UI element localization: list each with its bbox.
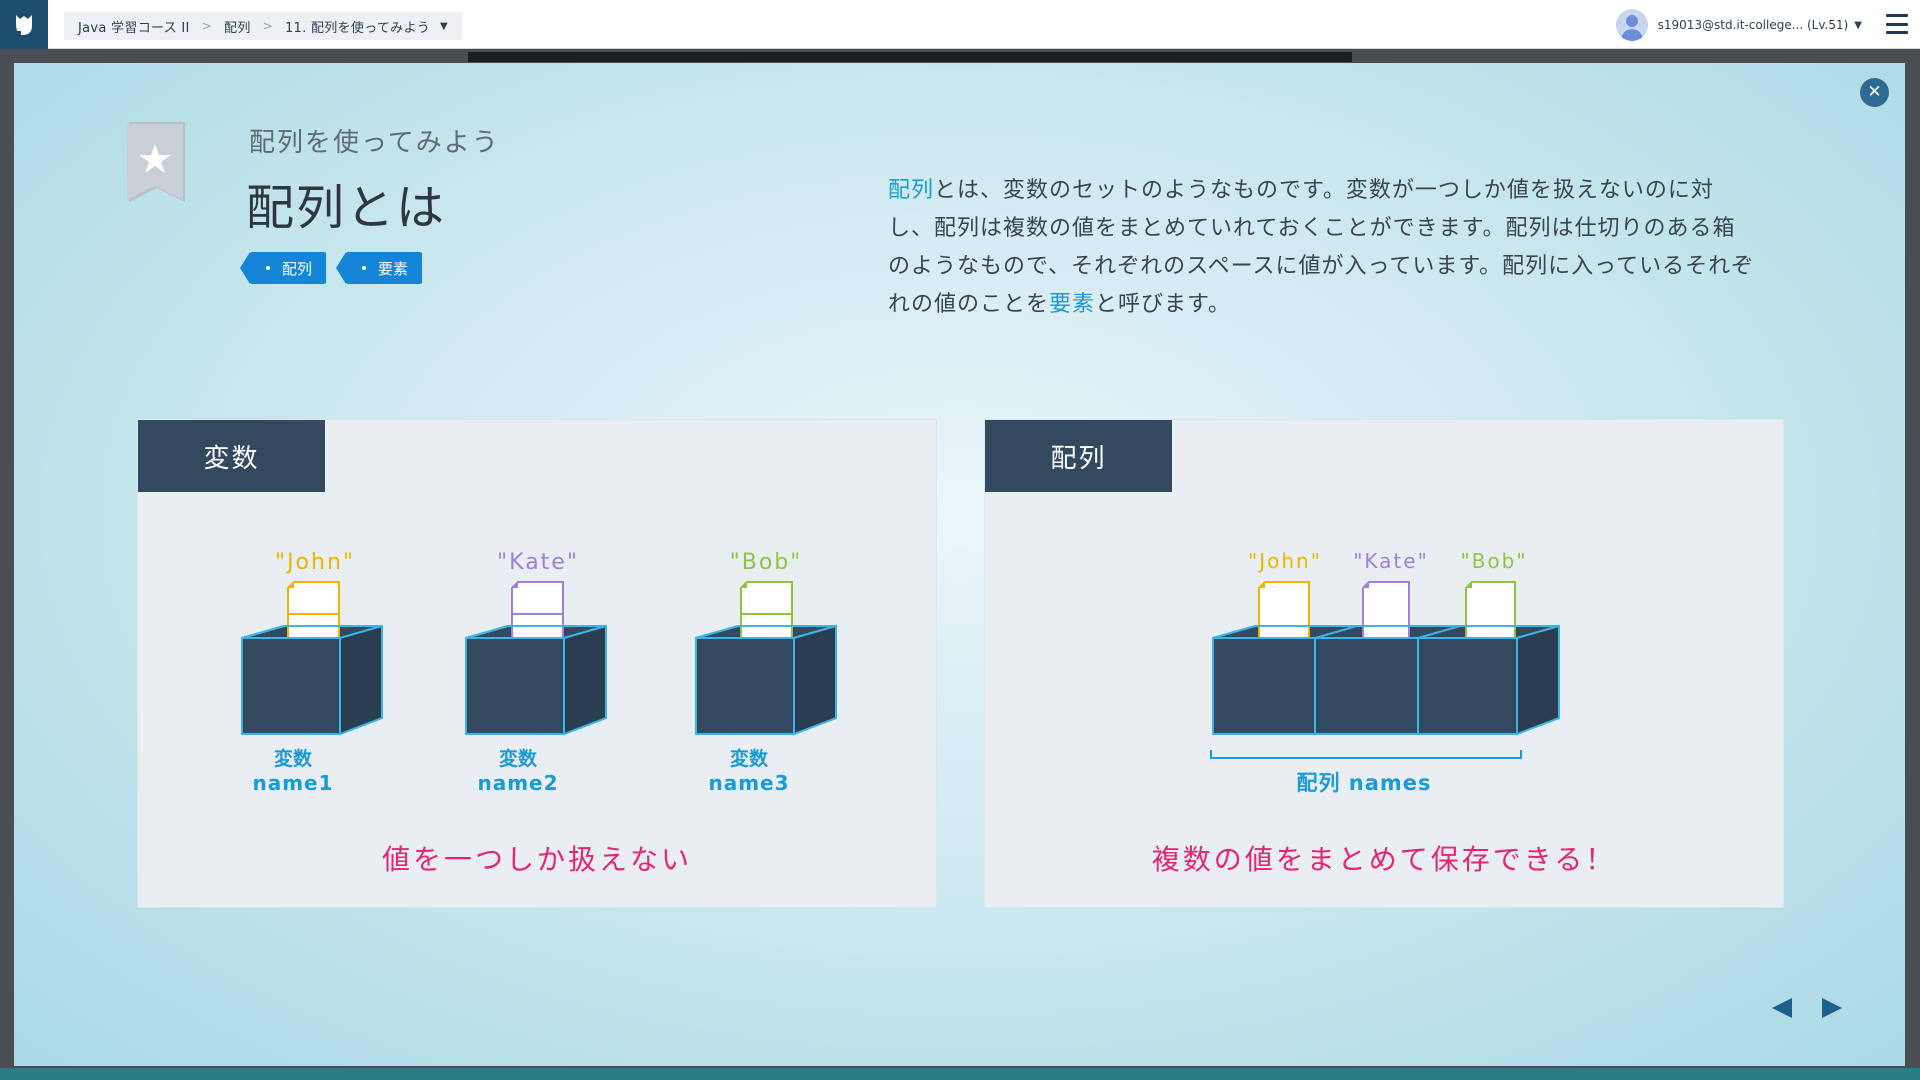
background-video-strip [468,52,1352,62]
tag-array[interactable]: 配列 [239,252,327,284]
chevron-right-icon: > [262,19,273,33]
bookmark-star-icon[interactable] [127,122,187,204]
variable-value-label: "Bob" [730,550,803,575]
variable-box-3: "Bob" 変数 name3 [695,550,837,795]
term-highlight: 要素 [1049,292,1096,317]
hamburger-menu-icon[interactable] [1886,14,1908,34]
tag-dot-icon [362,266,367,270]
tag-label: 要素 [378,259,409,278]
chevron-down-icon[interactable]: ▼ [1854,19,1862,31]
variable-kind-label: 変数 [730,747,769,770]
progress-strip [0,1068,1920,1080]
close-icon[interactable]: ✕ [1860,78,1889,107]
slide-subtitle: 配列を使ってみよう [249,128,500,158]
prev-arrow-icon[interactable] [1770,996,1794,1020]
array-value-label: "John" [1248,549,1322,573]
array-panel: 配列 "John" "Kate" "Bob" 配列 names 複数の値をまとめ… [984,419,1784,908]
array-value-label: "Kate" [1353,549,1429,573]
bracket-line [1210,750,1522,759]
variable-box-2: "Kate" 変数 name2 [465,550,607,795]
array-value-label: "Bob" [1460,549,1527,573]
user-menu[interactable]: s19013@std.it-college... (Lv.51) ▼ [1615,9,1862,41]
array-diagram: "John" "Kate" "Bob" 配列 names [1210,549,1560,795]
breadcrumb-lesson[interactable]: 11. 配列を使ってみよう [284,20,431,36]
top-bar: Java 学習コース II > 配列 > 11. 配列を使ってみよう ▼ s19… [0,0,1920,49]
variable-value-label: "Kate" [497,550,579,575]
variable-diagram: "John" 変数 name1 "Kate" 変数 name2 "Bob [241,550,837,795]
breadcrumb-course[interactable]: Java 学習コース II [78,20,190,36]
slide-description: 配列とは、変数のセットのようなものです。変数が一つしか値を扱えないのに対し、配列… [888,172,1758,324]
array-caption: 複数の値をまとめて保存できる！ [1151,843,1617,876]
tag-dot-icon [266,266,270,270]
tag-list: 配列 要素 [239,252,423,284]
breadcrumb: Java 学習コース II > 配列 > 11. 配列を使ってみよう ▼ [64,12,463,40]
term-highlight: 配列 [888,178,935,203]
breadcrumb-section[interactable]: 配列 [224,20,251,36]
variable-kind-label: 変数 [274,747,313,770]
slide-navigation [1770,996,1844,1020]
user-avatar-icon [1615,9,1648,41]
logo-icon[interactable] [0,0,48,49]
variable-name-label: name3 [708,771,789,795]
variable-name-label: name1 [252,771,333,795]
tag-element[interactable]: 要素 [336,252,423,284]
panel-header: 変数 [138,420,325,492]
tag-label: 配列 [282,259,313,278]
chevron-right-icon: > [201,19,213,33]
chevron-down-icon[interactable]: ▼ [440,20,449,32]
next-arrow-icon[interactable] [1820,996,1844,1020]
panel-header: 配列 [985,420,1172,492]
variable-name-label: name2 [477,771,558,795]
user-label[interactable]: s19013@std.it-college... (Lv.51) [1657,18,1849,32]
variable-caption: 値を一つしか扱えない [381,843,692,876]
description-text: と呼びます。 [1095,292,1231,317]
variable-panel: 変数 "John" 変数 name1 "Kate" 変数 name2 [137,419,937,908]
description-text: とは、変数のセットのようなものです。変数が一つしか値を扱えないのに対し、配列は複… [888,178,1755,317]
slide-title: 配列とは [246,180,447,236]
variable-value-label: "John" [275,550,355,575]
variable-box-1: "John" 変数 name1 [241,550,383,795]
variable-kind-label: 変数 [499,747,538,770]
array-name-label: 配列 names [1296,771,1431,795]
